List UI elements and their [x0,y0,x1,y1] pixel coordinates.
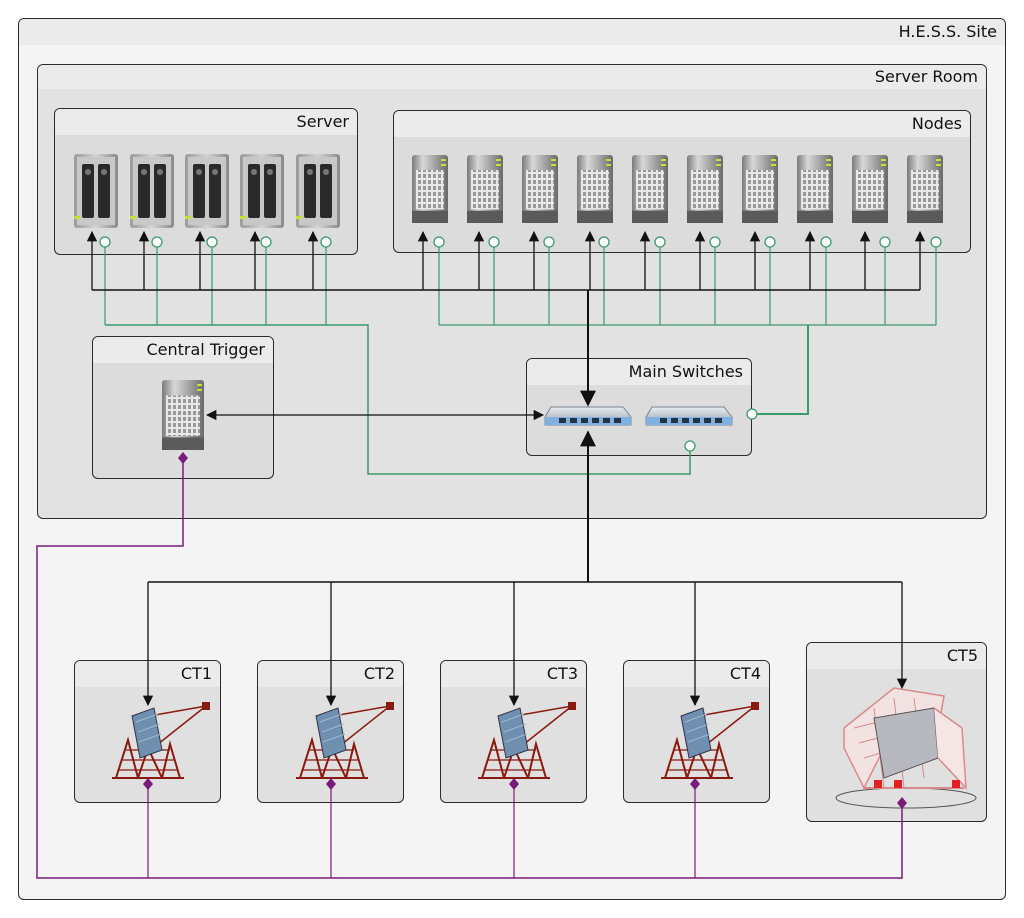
switch-icon [645,406,733,426]
trigger-port-icon [690,778,700,790]
nas-server-icon [240,154,284,228]
green-link [752,325,809,415]
port-icon [820,236,832,248]
nas-server-icon [74,154,118,228]
telescope-label: CT5 [807,643,986,669]
telescope-label: CT4 [624,661,769,687]
trigger-port-icon [509,778,519,790]
port-icon [433,236,445,248]
node-server-icon [907,155,943,223]
node-server-icon [577,155,613,223]
port-icon [151,236,163,248]
port-icon [260,236,272,248]
node-server-icon [522,155,558,223]
nodes-group-title: Nodes [394,111,970,137]
switch-icon [544,406,632,426]
nas-server-icon [296,154,340,228]
data-links [86,230,926,707]
port-icon [99,236,111,248]
green-link [105,324,691,475]
nas-server-icon [130,154,174,228]
port-icon [654,236,666,248]
main-switches-title: Main Switches [527,359,751,385]
node-server-icon [467,155,503,223]
green-links [104,238,937,475]
telescope-icon [661,702,759,779]
port-icon [543,236,555,248]
port-icon [930,236,942,248]
node-server-icon [687,155,723,223]
node-server-icon [412,155,448,223]
port-icon [709,236,721,248]
ports-layer [99,236,942,809]
trigger-port-icon [326,778,336,790]
trigger-port-icon [178,452,188,464]
devices-layer [74,154,977,809]
port-icon [206,236,218,248]
port-icon [764,236,776,248]
site-title: H.E.S.S. Site [19,19,1005,45]
central-trigger-title: Central Trigger [93,337,273,363]
nas-server-icon [185,154,229,228]
server-group-title: Server [55,109,357,135]
telescope-icon [112,702,210,779]
ct5-telescope-icon [835,687,977,809]
port-icon [488,236,500,248]
port-icon [598,236,610,248]
server-room-title: Server Room [38,65,986,89]
central-trigger-server-icon [162,380,204,450]
node-server-icon [632,155,668,223]
port-icon [746,408,758,420]
node-server-icon [742,155,778,223]
port-icon [879,236,891,248]
port-icon [684,440,696,452]
trigger-port-icon [897,797,907,809]
telescope-icon [478,702,576,779]
port-icon [320,236,332,248]
node-server-icon [852,155,888,223]
trigger-port-icon [143,778,153,790]
trigger-link [36,460,903,879]
trigger-links [36,460,903,879]
telescope-icon [296,702,394,779]
node-server-icon [797,155,833,223]
